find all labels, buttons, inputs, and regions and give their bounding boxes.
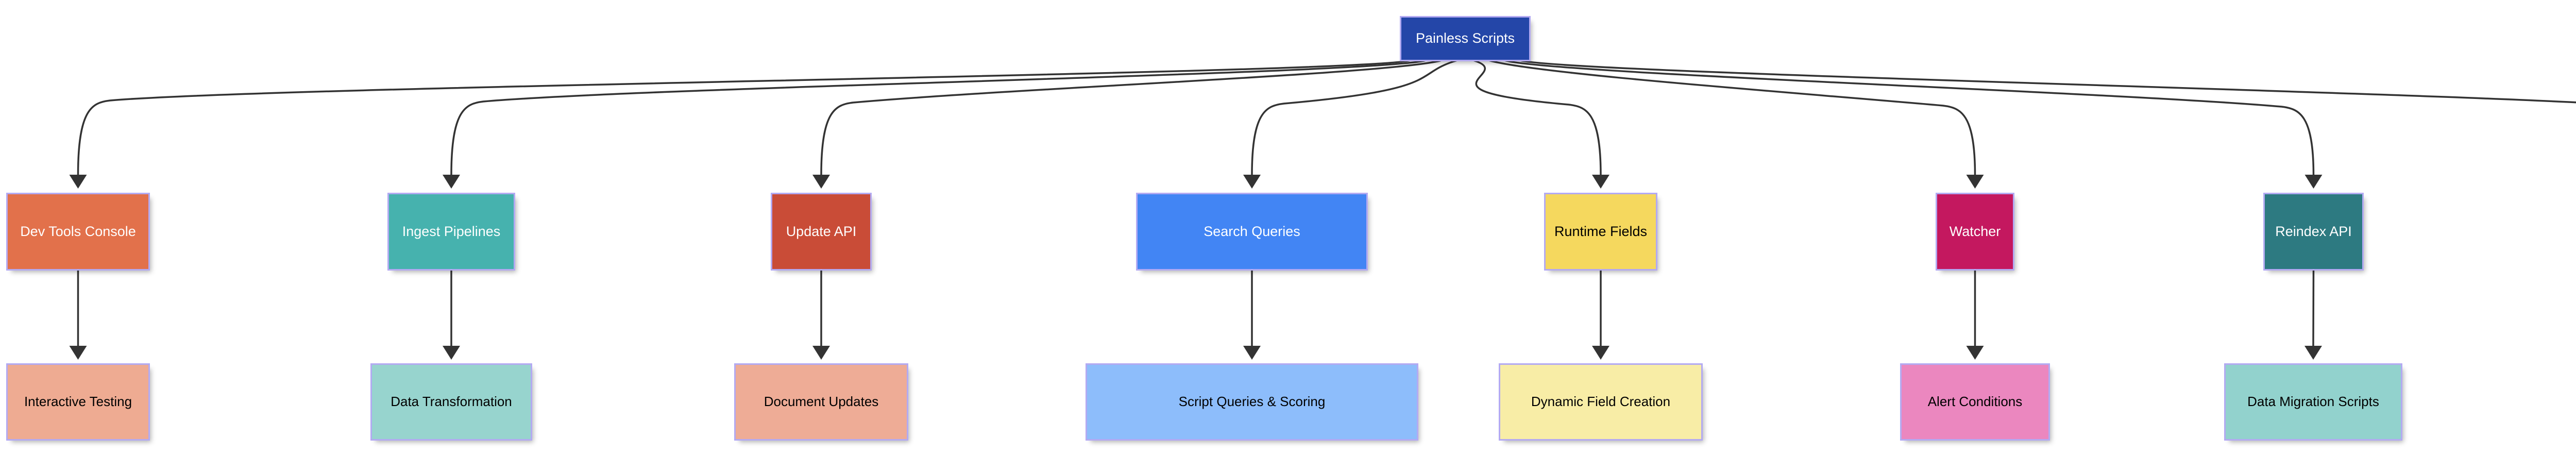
node-label-watcher: Watcher [1949, 223, 2001, 239]
node-document-updates[interactable]: Document Updates [734, 363, 908, 441]
node-label-dynamic-field-creation: Dynamic Field Creation [1531, 394, 1671, 410]
node-label-script-queries-scoring: Script Queries & Scoring [1178, 394, 1326, 410]
edge-root-to-ingest-pipelines [450, 59, 1427, 175]
arrowhead-root-to-search-queries [1243, 175, 1261, 189]
edge-root-to-update-api [820, 59, 1443, 175]
arrowhead-dev-tools-console-to-interactive-testing [69, 346, 87, 360]
arrowhead-ingest-pipelines-to-data-transformation [443, 346, 460, 360]
edge-reindex-api-to-data-migration-scripts [2312, 270, 2315, 346]
arrowhead-update-api-to-document-updates [812, 346, 830, 360]
node-label-update-api: Update API [786, 223, 857, 239]
edge-root-to-dev-tools-console [77, 59, 1411, 175]
node-ingest-pipelines[interactable]: Ingest Pipelines [387, 193, 515, 271]
node-data-migration-scripts[interactable]: Data Migration Scripts [2224, 363, 2402, 441]
arrowhead-root-to-reindex-api [2304, 175, 2323, 189]
node-label-runtime-fields: Runtime Fields [1554, 223, 1648, 239]
node-label-interactive-testing: Interactive Testing [24, 394, 132, 410]
arrowhead-reindex-api-to-data-migration-scripts [2304, 346, 2322, 360]
edge-root-to-search-queries [1251, 59, 1458, 175]
node-painless-scripts[interactable]: Painless Scripts [1400, 16, 1531, 61]
edge-root-to-watcher [1488, 59, 1976, 175]
node-data-transformation[interactable]: Data Transformation [370, 363, 532, 441]
node-runtime-fields[interactable]: Runtime Fields [1544, 193, 1657, 271]
arrowhead-runtime-fields-to-dynamic-field-creation [1592, 346, 1609, 360]
node-label-alert-conditions: Alert Conditions [1927, 394, 2023, 410]
node-label-dev-tools-console: Dev Tools Console [20, 223, 136, 239]
node-dev-tools-console[interactable]: Dev Tools Console [6, 193, 150, 271]
arrowhead-watcher-to-alert-conditions [1966, 346, 1984, 360]
node-dynamic-field-creation[interactable]: Dynamic Field Creation [1499, 363, 1703, 441]
node-label-ingest-pipelines: Ingest Pipelines [402, 223, 501, 239]
arrowhead-search-queries-to-script-queries-scoring [1243, 346, 1261, 360]
node-watcher[interactable]: Watcher [1936, 193, 2014, 271]
node-label-data-transformation: Data Transformation [391, 394, 512, 410]
edge-root-to-reindex-api [1504, 59, 2315, 175]
node-alert-conditions[interactable]: Alert Conditions [1900, 363, 2050, 441]
node-search-queries[interactable]: Search Queries [1136, 193, 1368, 271]
edge-root-to-runtime-fields [1472, 59, 1602, 175]
arrowhead-root-to-watcher [1966, 175, 1984, 189]
arrowhead-root-to-ingest-pipelines [443, 175, 460, 189]
node-update-api[interactable]: Update API [771, 193, 872, 271]
node-label-data-migration-scripts: Data Migration Scripts [2247, 394, 2379, 410]
node-reindex-api[interactable]: Reindex API [2263, 193, 2364, 271]
node-interactive-testing[interactable]: Interactive Testing [6, 363, 150, 441]
arrowhead-root-to-update-api [812, 175, 830, 189]
arrowhead-root-to-runtime-fields [1592, 175, 1609, 189]
node-label-painless-scripts: Painless Scripts [1415, 30, 1515, 46]
node-label-search-queries: Search Queries [1204, 223, 1300, 239]
node-label-reindex-api: Reindex API [2275, 223, 2352, 239]
node-label-document-updates: Document Updates [764, 394, 879, 410]
arrowhead-root-to-dev-tools-console [69, 175, 87, 189]
edge-root-to-aggregations [1519, 59, 2576, 104]
node-script-queries-scoring[interactable]: Script Queries & Scoring [1086, 363, 1418, 441]
